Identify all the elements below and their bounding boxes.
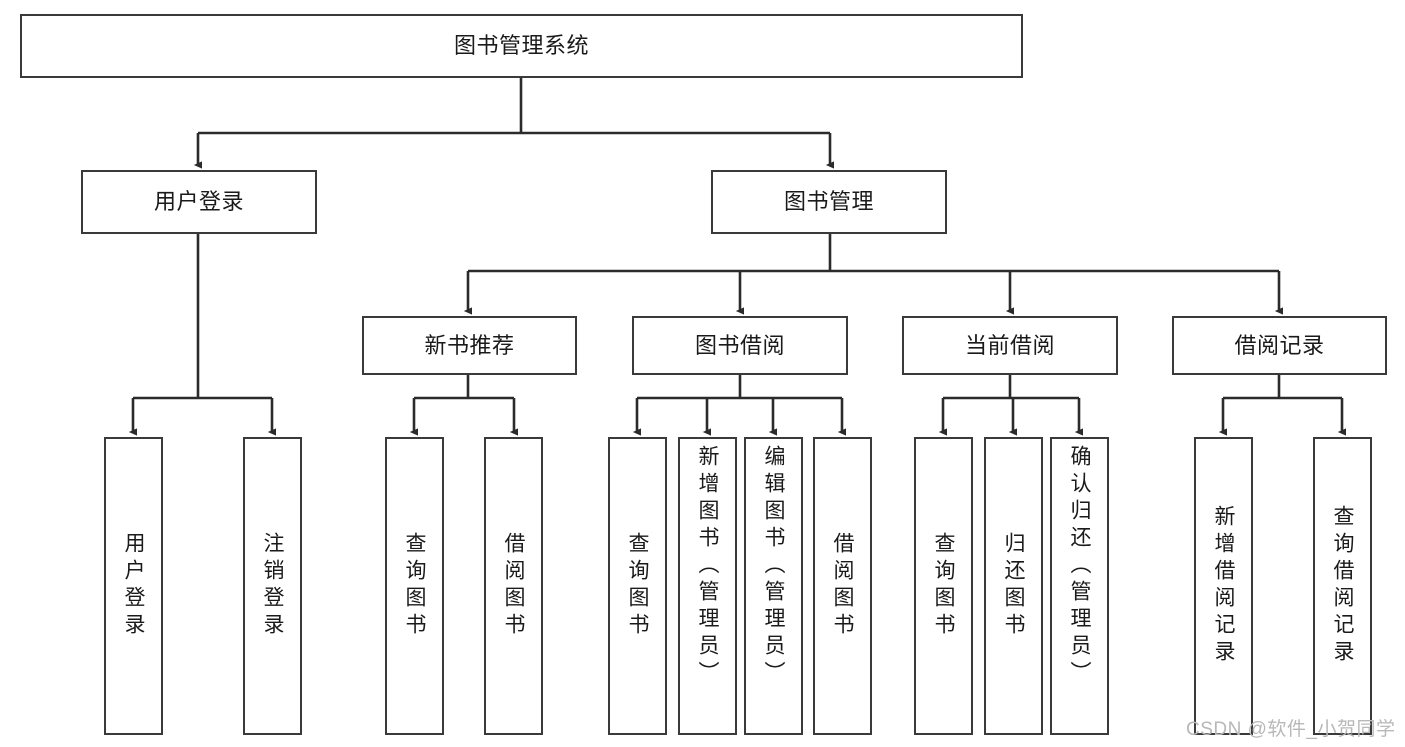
node-label: 新增图书（管理员）: [696, 445, 719, 688]
leaf-borrow-book-borrow[interactable]: 借阅图书: [813, 437, 872, 735]
node-label: 查询借阅记录: [1331, 505, 1354, 667]
node-label: 图书管理: [783, 189, 874, 215]
csdn-watermark: CSDN @软件_小贺同学: [1186, 719, 1396, 740]
node-book-borrow[interactable]: 图书借阅: [632, 316, 848, 375]
leaf-query-borrow-record[interactable]: 查询借阅记录: [1313, 437, 1372, 735]
node-label: 用户登录: [153, 189, 244, 215]
leaf-borrow-book-new-rec[interactable]: 借阅图书: [484, 437, 543, 735]
node-book-manage[interactable]: 图书管理: [711, 170, 947, 234]
node-label: 确认归还（管理员）: [1068, 445, 1091, 688]
node-label: 用户登录: [122, 532, 145, 640]
node-label: 查询图书: [932, 532, 955, 640]
node-label: 当前借阅: [964, 332, 1055, 358]
leaf-add-book-admin[interactable]: 新增图书（管理员）: [678, 437, 737, 735]
node-current-borrow[interactable]: 当前借阅: [902, 316, 1118, 375]
node-label: 新增借阅记录: [1212, 505, 1235, 667]
node-label: 注销登录: [261, 532, 284, 640]
leaf-query-book-current[interactable]: 查询图书: [914, 437, 973, 735]
node-label: 归还图书: [1002, 532, 1025, 640]
node-borrow-record[interactable]: 借阅记录: [1172, 316, 1387, 375]
node-new-book-recommend[interactable]: 新书推荐: [362, 316, 577, 375]
leaf-query-book-new-rec[interactable]: 查询图书: [385, 437, 444, 735]
node-label: 图书借阅: [694, 332, 785, 358]
leaf-user-login[interactable]: 用户登录: [104, 437, 163, 735]
node-label: 借阅图书: [502, 532, 525, 640]
leaf-edit-book-admin[interactable]: 编辑图书（管理员）: [744, 437, 803, 735]
leaf-logout-login[interactable]: 注销登录: [243, 437, 302, 735]
leaf-return-book[interactable]: 归还图书: [984, 437, 1043, 735]
node-book-management-system[interactable]: 图书管理系统: [20, 14, 1023, 78]
node-label: 查询图书: [403, 532, 426, 640]
node-user-login[interactable]: 用户登录: [81, 170, 317, 234]
node-label: 图书管理系统: [453, 33, 589, 59]
node-label: 编辑图书（管理员）: [762, 445, 785, 688]
leaf-confirm-return-admin[interactable]: 确认归还（管理员）: [1050, 437, 1109, 735]
node-label: 借阅记录: [1234, 332, 1325, 358]
node-label: 借阅图书: [831, 532, 854, 640]
leaf-query-book-borrow[interactable]: 查询图书: [608, 437, 667, 735]
node-label: 新书推荐: [424, 332, 515, 358]
leaf-add-borrow-record[interactable]: 新增借阅记录: [1194, 437, 1253, 735]
node-label: 查询图书: [626, 532, 649, 640]
